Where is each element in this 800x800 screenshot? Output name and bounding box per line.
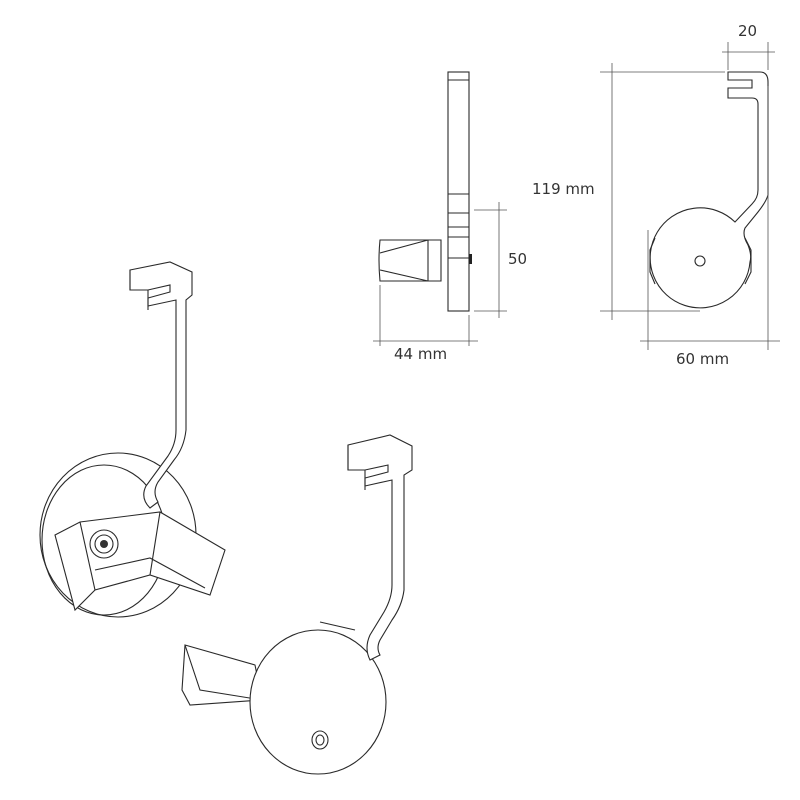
isometric-view-back	[39, 261, 226, 618]
knob	[378, 239, 442, 282]
dimension-label-width: 60 mm	[676, 350, 730, 368]
side-view	[378, 71, 472, 312]
dimension-label-height: 119 mm	[532, 180, 595, 198]
front-view	[649, 71, 769, 309]
dimension-label-knob-height: 50	[508, 250, 528, 268]
isometric-view-front	[181, 434, 413, 775]
dimension-lines-side	[373, 202, 507, 346]
dimension-lines-front	[600, 42, 780, 350]
dimension-label-hook-width: 20	[738, 22, 758, 40]
screw-head	[469, 254, 472, 264]
dimension-label-depth: 44 mm	[394, 345, 448, 363]
